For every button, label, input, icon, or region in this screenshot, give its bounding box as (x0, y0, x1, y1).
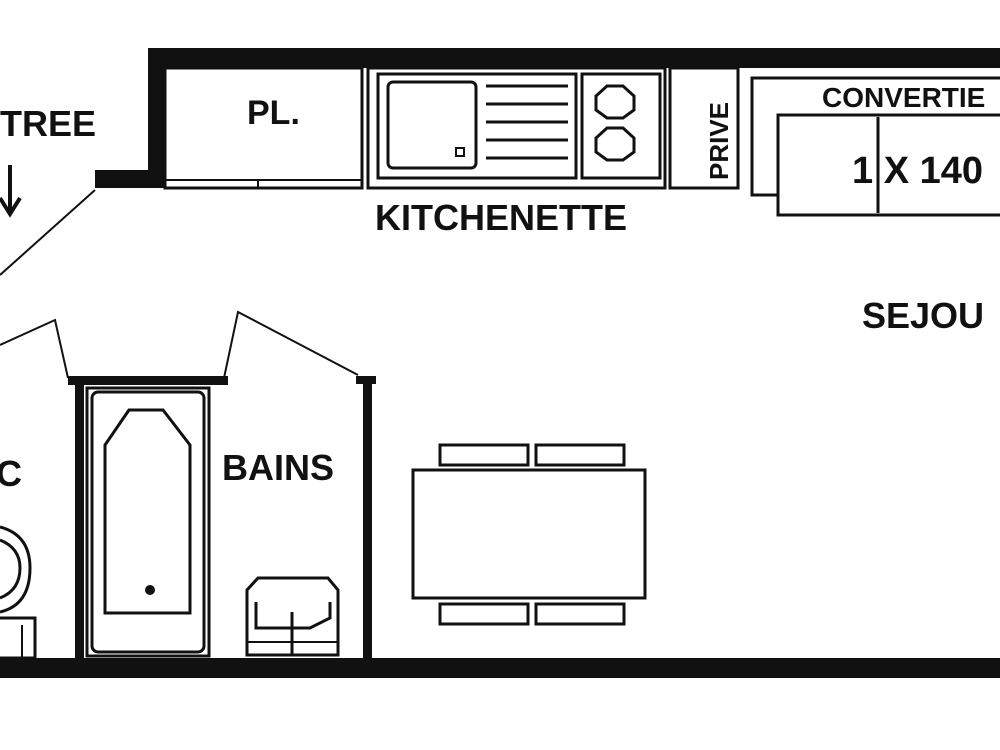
bathtub-icon (85, 386, 211, 658)
wc-label: C (0, 453, 22, 494)
entry-diagonal-line (0, 189, 96, 276)
sejour-label: SEJOU (862, 295, 984, 336)
prive-box (668, 66, 740, 190)
entry-arrow-icon (0, 165, 22, 218)
dining-table (411, 443, 647, 626)
prive-label: PRIVE (704, 102, 734, 180)
walls (0, 48, 1000, 678)
entree-label: TREE (0, 103, 96, 144)
chair-icon (534, 443, 626, 467)
toilet-icon (0, 525, 37, 660)
sink-icon (386, 80, 478, 170)
wc-door-swing (0, 318, 69, 379)
placard-closet (163, 66, 364, 190)
chair-icon (438, 443, 530, 467)
chair-icon (534, 602, 626, 626)
chair-icon (438, 602, 530, 626)
kitchenette-label: KITCHENETTE (375, 197, 627, 238)
drainboard-lines (486, 84, 568, 160)
bathroom-door-swing (223, 310, 359, 379)
bains-label: BAINS (222, 447, 334, 488)
sofa-bed (750, 76, 1000, 217)
kitchen-counter (366, 66, 740, 190)
convertible-label: CONVERTIE (822, 82, 985, 113)
bed-size-label: 1 X 140 (852, 150, 983, 192)
washbasin-icon (245, 576, 340, 657)
placard-label: PL. (247, 94, 300, 132)
hob-icon (580, 72, 662, 180)
